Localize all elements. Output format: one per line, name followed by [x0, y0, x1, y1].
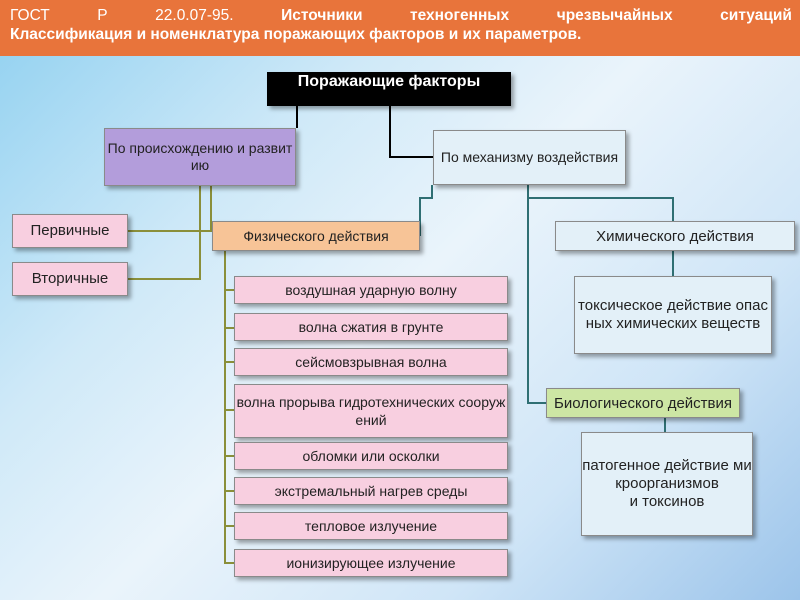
title-word: Источники	[281, 7, 363, 24]
toxic-node: токсическое действие опасных химических …	[574, 276, 772, 354]
biological-node: Биологического действия	[546, 388, 740, 418]
connector-root-mechanism	[389, 106, 433, 158]
title-word: техногенных	[410, 7, 510, 24]
physical-item: воздушная ударную волну	[234, 276, 508, 304]
title-word: Р	[97, 7, 108, 24]
origin-node: По происхождению и развитию	[104, 128, 296, 186]
physical-item: волна сжатия в грунте	[234, 313, 508, 341]
primary-node: Первичные	[12, 214, 128, 248]
physical-item: ионизирующее излучение	[234, 549, 508, 577]
title-word: чрезвычайных	[556, 7, 673, 24]
slide-title: ГОСТ Р 22.0.07-95. Источники техногенных…	[0, 0, 800, 56]
connector-mechanism-chemical	[527, 185, 674, 221]
chemical-node: Химического действия	[555, 221, 795, 251]
connector-origin-secondary	[128, 186, 201, 280]
root-node: Поражающие факторы	[267, 72, 511, 106]
secondary-node: Вторичные	[12, 262, 128, 296]
physical-item: тепловое излучение	[234, 512, 508, 540]
physical-node: Физического действия	[212, 221, 420, 251]
physical-item: сейсмовзрывная волна	[234, 348, 508, 376]
title-word: ГОСТ	[10, 7, 50, 24]
connector-physical-items	[224, 251, 234, 564]
title-word: 22.0.07-95.	[155, 7, 234, 24]
physical-item: экстремальный нагрев среды	[234, 477, 508, 505]
connector-origin-primary	[128, 186, 212, 232]
connector-mechanism-biological	[527, 198, 546, 404]
connector-mechanism-physical	[419, 185, 433, 236]
title-line-2: Классификация и номенклатура поражающих …	[10, 26, 582, 43]
pathogenic-node: патогенное действие микроорганизмов и то…	[581, 432, 753, 536]
title-word: ситуаций	[720, 7, 792, 24]
physical-item: обломки или осколки	[234, 442, 508, 470]
mechanism-node: По механизму воздействия	[433, 130, 626, 185]
physical-item: волна прорыва гидротехнических сооружени…	[234, 384, 508, 438]
title-line-1: ГОСТ Р 22.0.07-95. Источники техногенных…	[10, 6, 792, 25]
